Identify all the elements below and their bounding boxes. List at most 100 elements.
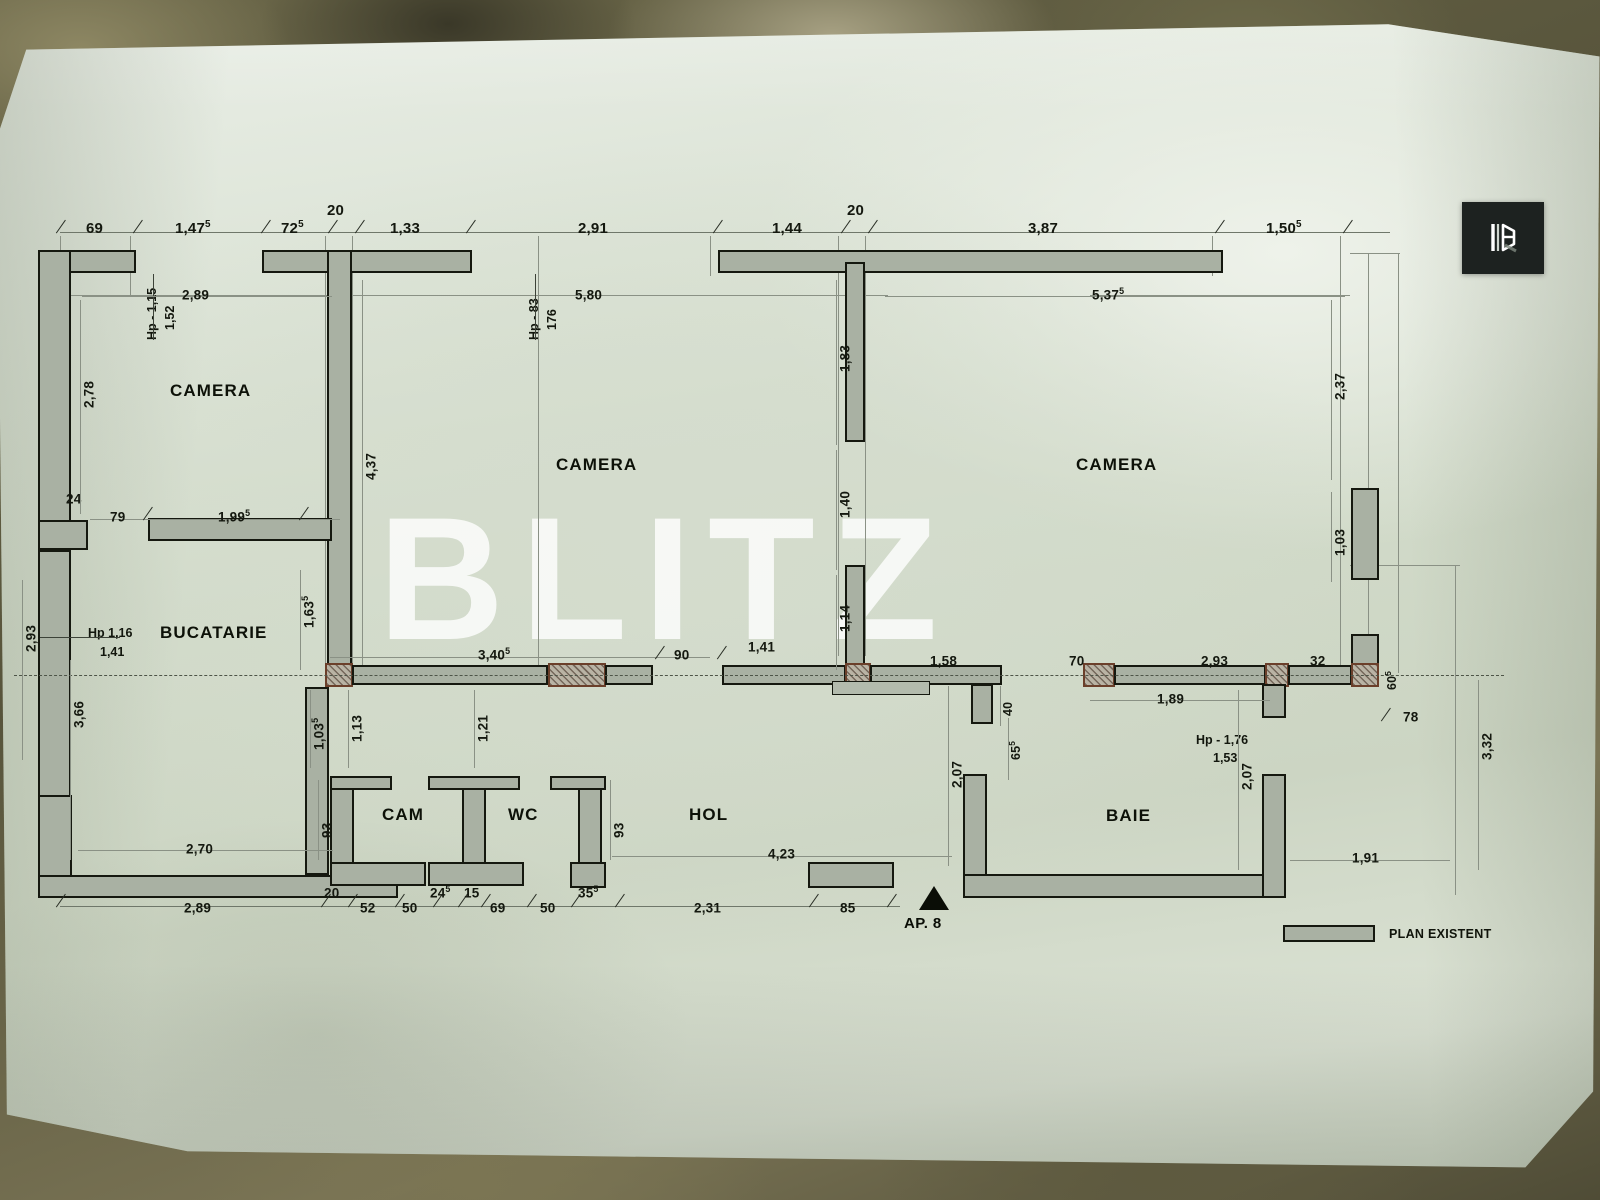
dim-bucatarie-366: 3,66: [71, 700, 87, 728]
dim-right-103: 1,03: [1332, 528, 1348, 556]
dim-cam-93-left: 93: [319, 822, 335, 838]
blitz-watermark: BLITZ: [378, 482, 954, 677]
hp-bucatarie-value: 1,41: [100, 645, 125, 659]
dim-top-20a: 20: [327, 202, 345, 219]
dim-bot-231: 2,31: [694, 900, 722, 916]
legend-label: PLAN EXISTENT: [1389, 927, 1492, 941]
hp-baie-label: Hp - 1,76: [1196, 733, 1249, 747]
dim-baie-189: 1,89: [1157, 691, 1185, 707]
dim-top-69: 69: [86, 220, 104, 237]
wall-cam-left-foot: [330, 862, 426, 886]
wall-wc-right: [578, 776, 602, 876]
dim-top-20b: 20: [847, 202, 865, 219]
dim-bot-20: 20: [324, 885, 340, 901]
dim-bucatarie-1635: 1,635: [300, 595, 317, 628]
dim-hol-40: 40: [1001, 701, 1016, 716]
wall-cam-left: [330, 776, 354, 876]
bottom-dimension-line: [60, 906, 900, 907]
room-label-camera-center: CAMERA: [556, 455, 638, 474]
legend-swatch: [1283, 925, 1375, 942]
wall-top-center-left: [262, 250, 472, 273]
dim-camera-center-height: 4,37: [363, 452, 379, 480]
wall-divider-left-center: [327, 250, 352, 675]
dim-bot-52: 52: [360, 900, 376, 916]
dim-stub-183: 1,83: [837, 344, 853, 372]
dim-baie-207: 2,07: [1239, 762, 1255, 790]
dim-wc-121: 1,21: [475, 714, 491, 742]
dim-camera-right-height: 2,37: [1332, 372, 1348, 400]
dim-camera-left-bottom-79: 79: [110, 509, 126, 525]
room-label-camera-right: CAMERA: [1076, 455, 1158, 474]
dim-bucatarie-bottom-270: 2,70: [186, 841, 214, 857]
dim-right-edge-332: 3,32: [1479, 732, 1495, 760]
dim-bot-85: 85: [840, 900, 856, 916]
wall-cam-wc-foot: [428, 862, 524, 886]
door-leaf-hol: [832, 681, 930, 695]
dim-corridor-70: 70: [1069, 653, 1085, 669]
dim-bot-69: 69: [490, 900, 506, 916]
dim-camera-right-width: 5,375: [1092, 286, 1125, 303]
dim-bot-289: 2,89: [184, 900, 212, 916]
hp-camera-center-value: 176: [545, 309, 559, 330]
centre-axis: [14, 675, 1504, 676]
wall-wc-right-foot: [570, 862, 606, 888]
apartment-marker-triangle: [919, 886, 949, 910]
wall-bucatarie-right: [305, 687, 329, 875]
wall-right-103: [1351, 488, 1379, 580]
dim-baie-293: 2,93: [1201, 653, 1229, 669]
dim-top-725: 725: [281, 219, 304, 237]
room-label-hol: HOL: [689, 805, 729, 824]
dim-bot-15: 15: [464, 885, 480, 901]
wall-wc-right-cap: [550, 776, 606, 790]
dim-camera-center-width: 5,80: [575, 287, 603, 303]
wall-cam-wc-cap: [428, 776, 520, 790]
dim-bot-355: 355: [578, 884, 599, 901]
dim-baie-191: 1,91: [1352, 850, 1380, 866]
dim-top-144: 1,44: [772, 220, 802, 237]
wall-left-jog: [38, 520, 88, 550]
dim-corridor-158: 1,58: [930, 653, 958, 669]
wall-baie-right: [1262, 774, 1286, 898]
room-label-bucatarie: BUCATARIE: [160, 623, 268, 642]
dim-baie-32: 32: [1310, 653, 1326, 669]
dim-top-1505: 1,505: [1266, 219, 1302, 237]
dim-bot-50b: 50: [540, 900, 556, 916]
wall-cam-left-cap: [330, 776, 392, 790]
dim-camera-left-width: 2,89: [182, 287, 210, 303]
dim-hol-423: 4,23: [768, 846, 796, 862]
hp-baie-value: 1,53: [1213, 751, 1238, 765]
dim-baie-78: 78: [1403, 709, 1419, 725]
dim-baie-605: 605: [1384, 670, 1400, 690]
dim-top-133: 1,33: [390, 220, 420, 237]
wall-exterior-left-upper: [38, 250, 71, 550]
wall-baie-bottom: [963, 874, 1285, 898]
dim-hol-207: 2,07: [949, 760, 965, 788]
dim-bot-50a: 50: [402, 900, 418, 916]
dim-camera-left-height: 2,78: [81, 380, 97, 408]
wall-cam-wc-divider: [462, 776, 486, 876]
dim-top-1475: 1,475: [175, 219, 211, 237]
room-label-cam: CAM: [382, 805, 425, 824]
dim-top-291: 2,91: [578, 220, 608, 237]
dim-corridor-3405: 3,405: [478, 646, 511, 663]
dim-corridor-90: 90: [674, 647, 690, 663]
hp-camera-center-label: Hp - 83: [527, 298, 541, 340]
top-dimension-line: [60, 232, 1390, 233]
dim-cam-1035: 1,035: [310, 717, 327, 750]
wall-exterior-bottom-left: [38, 875, 398, 898]
dim-cam-93-right: 93: [611, 822, 627, 838]
room-label-wc: WC: [508, 805, 539, 824]
wall-stub-183: [845, 262, 865, 442]
hp-camera-left-value: 1,52: [163, 305, 177, 330]
wall-hol-bottom: [808, 862, 894, 888]
dim-camera-left-jog-24: 24: [66, 491, 82, 507]
hp-bucatarie-label: Hp 1,16: [88, 626, 133, 640]
room-label-camera-left: CAMERA: [170, 381, 252, 400]
dim-camera-left-bottom-199: 1,995: [218, 508, 251, 525]
dim-hol-655: 655: [1008, 740, 1024, 760]
room-label-baie: BAIE: [1106, 806, 1152, 825]
wall-stub-40: [971, 684, 993, 724]
dim-cam-113: 1,13: [349, 714, 365, 742]
dim-bucatarie-293: 2,93: [23, 624, 39, 652]
